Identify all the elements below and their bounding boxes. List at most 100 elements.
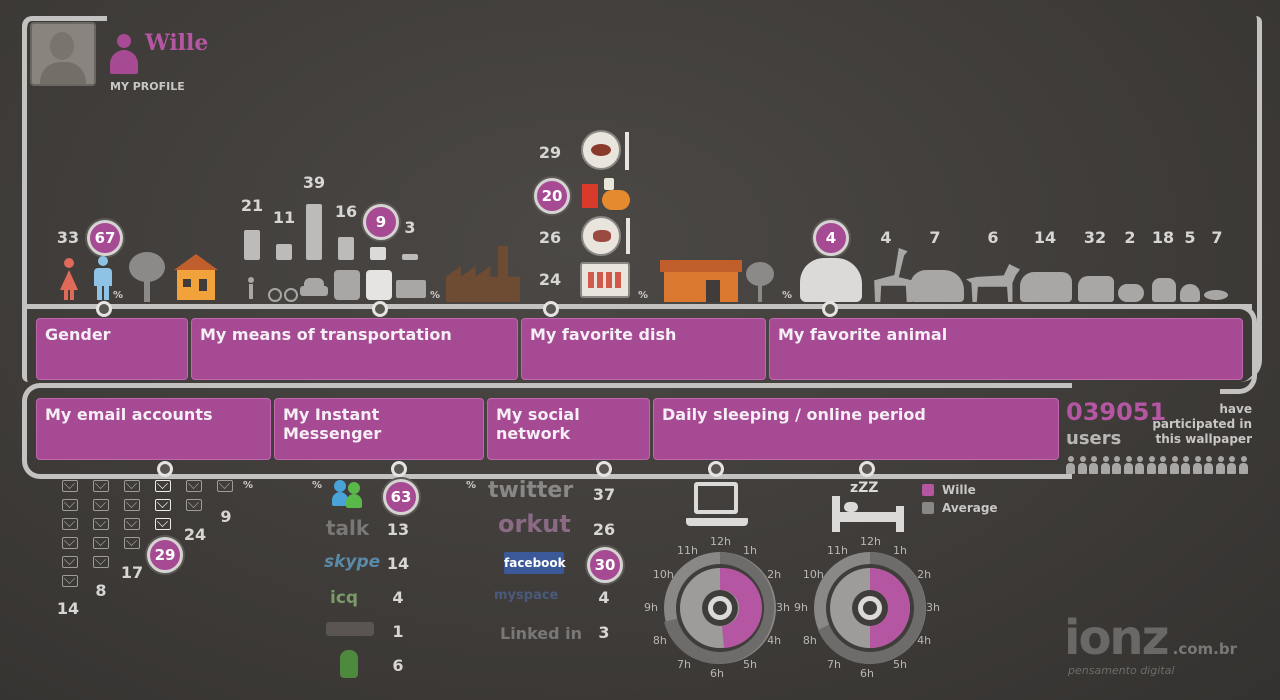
category-gender[interactable]: Gender: [36, 318, 188, 380]
tree-icon: [128, 252, 166, 302]
social-value-4: 4: [598, 588, 610, 607]
bicycle-icon: [268, 284, 298, 302]
category-social-network[interactable]: My social network: [487, 398, 650, 460]
elephant-icon: [800, 258, 862, 302]
clock-hour-label: 8h: [802, 634, 817, 647]
clock-hour-label: 1h: [743, 543, 757, 557]
transport-value-6: 3: [404, 218, 416, 237]
restaurant-icon: [660, 260, 742, 302]
track-node-social[interactable]: [596, 461, 612, 477]
messenger-value-6: 6: [392, 656, 404, 675]
person-icon: [1066, 456, 1075, 474]
messenger-value-5: 1: [392, 622, 404, 641]
cat-icon: [1152, 278, 1176, 302]
walk-icon: [246, 277, 256, 299]
track-node-email[interactable]: [157, 461, 173, 477]
clock-hour-label: 2h: [917, 568, 932, 581]
track-node-gender[interactable]: [96, 301, 112, 317]
male-icon: [92, 256, 114, 300]
track-mid-rail: [22, 304, 1252, 309]
transport-value-3: 39: [302, 173, 326, 192]
fork-icon: [625, 132, 629, 170]
gender-male-badge: 67: [87, 220, 123, 256]
animal-value-3: 7: [929, 228, 941, 247]
bus-icon: [334, 270, 360, 300]
factory-icon: [446, 246, 520, 302]
gender-pct: %: [113, 290, 124, 301]
track-node-dish[interactable]: [543, 301, 559, 317]
transport-badge: 9: [363, 204, 399, 240]
person-icon: [1089, 456, 1098, 474]
legend-wille-label: Wille: [942, 483, 976, 497]
person-icon: [1146, 456, 1156, 474]
person-icon: [1123, 456, 1133, 474]
envelope-icon: [155, 480, 171, 492]
messenger-value-4: 4: [392, 588, 404, 607]
sleep-wille-arc: [870, 568, 910, 648]
envelope-icon: [93, 556, 109, 568]
clock-hour-label: 1h: [893, 543, 907, 557]
email-value-5: 24: [183, 525, 207, 544]
track-node-messenger[interactable]: [391, 461, 407, 477]
transport-bar: [306, 204, 322, 260]
messenger-badge: 63: [383, 479, 419, 515]
animal-pct: %: [782, 290, 793, 301]
house-icon: [174, 254, 218, 300]
clock-hour-label: 12h: [710, 535, 731, 548]
animal-value-7: 2: [1124, 228, 1136, 247]
track-node-transport[interactable]: [372, 301, 388, 317]
sushi-icon: [580, 262, 630, 298]
yahoo-messenger-icon: [326, 622, 374, 636]
social-badge: 30: [587, 547, 623, 583]
person-icon: [1135, 456, 1144, 474]
category-favorite-animal[interactable]: My favorite animal: [769, 318, 1243, 380]
sleep-period-clock: [814, 552, 926, 664]
clock-hour-label: 3h: [926, 601, 940, 614]
messenger-value-3: 14: [386, 554, 410, 573]
social-value-5: 3: [598, 623, 610, 642]
category-instant-messenger[interactable]: My Instant Messenger: [274, 398, 484, 460]
online-period-clock: [664, 552, 776, 664]
track-node-animal[interactable]: [822, 301, 838, 317]
email-value-3: 17: [120, 563, 144, 582]
pig-icon: [1118, 284, 1144, 302]
users-caption: have participated in this wallpaper: [1150, 402, 1252, 447]
clock-hour-label: 6h: [860, 667, 874, 680]
clock-hour-label: 8h: [652, 634, 667, 647]
users-caption-line-1: have: [1219, 402, 1252, 416]
lion-icon: [1020, 272, 1072, 302]
category-sleeping-online[interactable]: Daily sleeping / online period: [653, 398, 1059, 460]
category-email-accounts[interactable]: My email accounts: [36, 398, 271, 460]
person-icon: [1215, 456, 1225, 474]
clock-hour-label: 11h: [677, 543, 698, 557]
envelope-icon: [93, 499, 109, 511]
clock-hour-label: 3h: [776, 601, 790, 614]
animal-value-8: 18: [1151, 228, 1175, 247]
track-right-curve: [1220, 304, 1257, 394]
track-profile-arm: [22, 16, 107, 321]
envelope-icon: [124, 518, 140, 530]
track-node-sleeping[interactable]: [859, 461, 875, 477]
brand-name: ionz: [1064, 610, 1170, 666]
transport-bar: [338, 237, 354, 260]
fork-knife-icon: [626, 218, 630, 254]
envelope-icon: [93, 480, 109, 492]
track-node-online[interactable]: [708, 461, 724, 477]
clock-hour-label: 10h: [652, 568, 674, 581]
profile-photo[interactable]: [30, 22, 96, 86]
animal-value-9: 5: [1184, 228, 1196, 247]
envelope-icon: [62, 499, 78, 511]
envelope-icon: [62, 556, 78, 568]
rabbit-icon: [1180, 284, 1200, 302]
animal-value-5: 14: [1033, 228, 1057, 247]
clock-hour-label: 9h: [644, 601, 658, 614]
envelope-icon: [186, 480, 202, 492]
category-favorite-dish[interactable]: My favorite dish: [521, 318, 766, 380]
pasta-plate-icon: [581, 130, 621, 170]
subway-icon: [366, 270, 392, 300]
envelope-icon: [62, 575, 78, 587]
email-value-2: 8: [95, 581, 107, 600]
legend-average-label: Average: [942, 501, 998, 515]
category-transportation[interactable]: My means of transportation: [191, 318, 518, 380]
clock-hour-label: 11h: [827, 543, 848, 557]
